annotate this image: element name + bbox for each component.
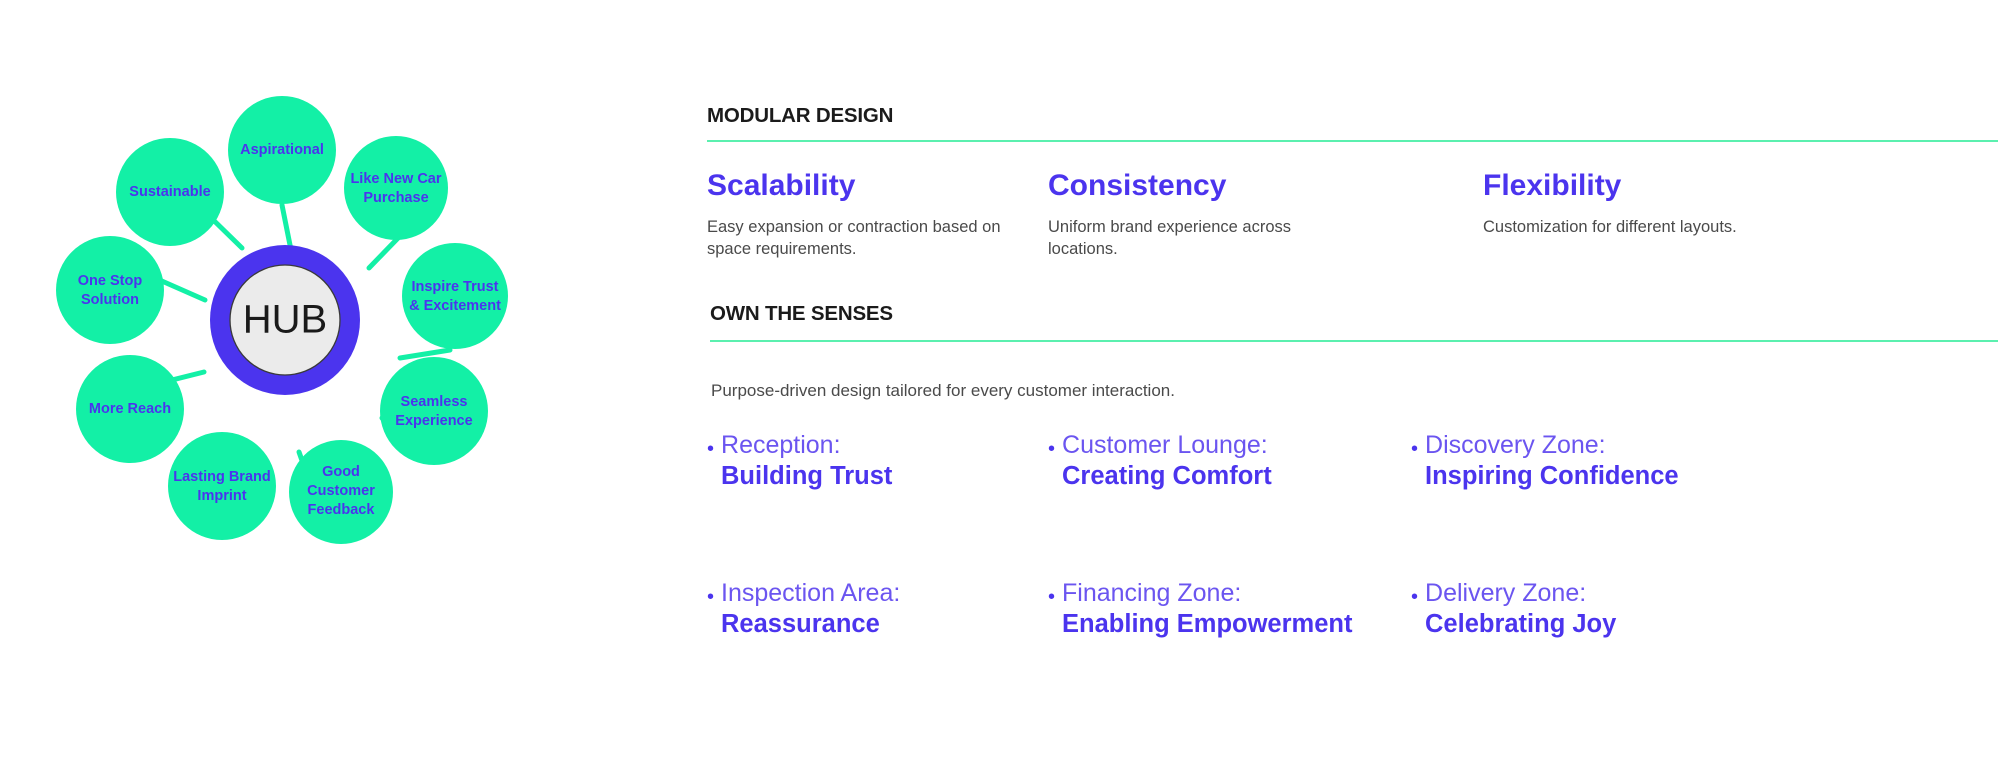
own-the-senses-intro: Purpose-driven design tailored for every… — [711, 381, 1175, 400]
zone-label: Inspection Area: — [721, 579, 901, 607]
zone-label: Reception: — [721, 431, 841, 459]
hub-node-label: One Stop — [78, 273, 143, 289]
zone-value: Creating Comfort — [1062, 461, 1272, 490]
bullet-icon: • — [1048, 438, 1056, 460]
column-description: Uniform brand experience across location… — [1048, 217, 1292, 259]
zone-item-financing-zone[interactable]: • Financing Zone: Enabling Empowerment — [1048, 578, 1411, 726]
modular-column-flexibility: Flexibility Customization for different … — [1483, 170, 1883, 261]
hub-node-label: Seamless — [401, 394, 468, 410]
hub-node-label: Good — [322, 464, 360, 480]
hub-node-label: Imprint — [197, 488, 246, 504]
zone-value: Reassurance — [721, 609, 880, 638]
hub-node-label: Purchase — [363, 190, 428, 206]
hub-node-aspirational[interactable]: Aspirational — [228, 96, 336, 204]
zone-item-customer-lounge[interactable]: • Customer Lounge: Creating Comfort — [1048, 430, 1411, 578]
hub-node-label: Solution — [81, 292, 139, 308]
bullet-icon: • — [1411, 438, 1419, 460]
zone-row: • Reception: Building Trust • Customer L… — [707, 430, 1998, 578]
modular-design-divider — [707, 140, 1998, 142]
column-title: Flexibility — [1483, 169, 1622, 202]
hub-node-label: Inspire Trust — [411, 279, 498, 295]
zone-value: Celebrating Joy — [1425, 609, 1617, 638]
column-description: Customization for different layouts. — [1483, 217, 1737, 236]
zone-value: Enabling Empowerment — [1062, 609, 1353, 638]
hub-diagram: Aspirational Like New Car Purchase Inspi… — [0, 0, 660, 766]
zone-value: Inspiring Confidence — [1425, 461, 1679, 490]
connector-1 — [366, 232, 404, 271]
hub-node-seamless-experience[interactable]: Seamless Experience — [380, 357, 488, 465]
hub-node-inspire-trust-excitement[interactable]: Inspire Trust & Excitement — [402, 243, 508, 349]
zone-row: • Inspection Area: Reassurance • Financi… — [707, 578, 1998, 726]
zone-label: Financing Zone: — [1062, 579, 1242, 607]
bullet-icon: • — [707, 586, 715, 608]
zone-grid: • Reception: Building Trust • Customer L… — [707, 430, 1998, 726]
hub-node-sustainable[interactable]: Sustainable — [116, 138, 224, 246]
modular-column-consistency: Consistency Uniform brand experience acr… — [1048, 170, 1483, 261]
bullet-icon: • — [1411, 586, 1419, 608]
hub-inner-circle — [229, 264, 341, 376]
bullet-icon: • — [1048, 586, 1056, 608]
bullet-icon: • — [707, 438, 715, 460]
modular-column-scalability: Scalability Easy expansion or contractio… — [707, 170, 1048, 261]
connector-0 — [279, 202, 294, 253]
hub-node-lasting-brand-imprint[interactable]: Lasting Brand Imprint — [168, 432, 276, 540]
hub-diagram-svg: Aspirational Like New Car Purchase Inspi… — [56, 96, 508, 544]
hub-center-label: HUB — [243, 298, 327, 342]
hub-node-one-stop-solution[interactable]: One Stop Solution — [56, 236, 164, 344]
hub-node-label: More Reach — [89, 401, 171, 417]
column-title: Consistency — [1048, 169, 1227, 202]
connector-2 — [397, 347, 453, 361]
zone-item-inspection-area[interactable]: • Inspection Area: Reassurance — [707, 578, 1048, 726]
hub-node-label: & Excitement — [409, 298, 501, 314]
hub-node-good-customer-feedback[interactable]: Good Customer Feedback — [289, 440, 393, 544]
zone-item-discovery-zone[interactable]: • Discovery Zone: Inspiring Confidence — [1411, 430, 1861, 578]
zone-label: Delivery Zone: — [1425, 579, 1587, 607]
zone-label: Discovery Zone: — [1425, 431, 1606, 459]
hub-node-label: Lasting Brand — [173, 469, 270, 485]
zone-label: Customer Lounge: — [1062, 431, 1268, 459]
modular-design-kicker: MODULAR DESIGN — [707, 104, 894, 127]
hub-node-label: Feedback — [308, 502, 376, 518]
hub-node-label: Like New Car — [350, 171, 441, 187]
zone-value: Building Trust — [721, 461, 893, 490]
zone-item-delivery-zone[interactable]: • Delivery Zone: Celebrating Joy — [1411, 578, 1861, 726]
column-description: Easy expansion or contraction based on s… — [707, 217, 1001, 259]
hub-node-more-reach[interactable]: More Reach — [76, 355, 184, 463]
hub-node-label: Aspirational — [240, 142, 324, 158]
own-the-senses-divider — [710, 340, 1998, 342]
hub-node-label: Sustainable — [129, 184, 210, 200]
hub-node-label: Experience — [395, 413, 472, 429]
modular-design-columns: Scalability Easy expansion or contractio… — [707, 170, 1998, 261]
hub-center[interactable]: HUB — [210, 245, 360, 395]
zone-item-reception[interactable]: • Reception: Building Trust — [707, 430, 1048, 578]
own-the-senses-kicker: OWN THE SENSES — [710, 302, 893, 325]
hub-node-like-new-car-purchase[interactable]: Like New Car Purchase — [344, 136, 448, 240]
hub-node-label: Customer — [307, 483, 375, 499]
content-panel: MODULAR DESIGN Scalability Easy expansio… — [707, 0, 1998, 766]
hub-satellite-nodes: Aspirational Like New Car Purchase Inspi… — [56, 96, 508, 544]
column-title: Scalability — [707, 169, 856, 202]
